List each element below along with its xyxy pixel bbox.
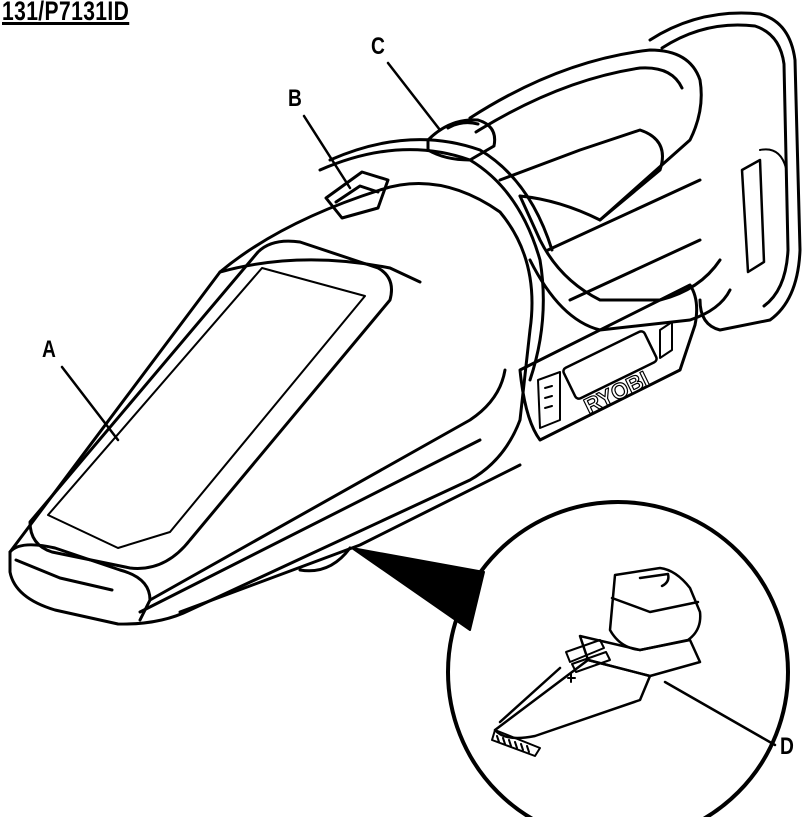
- detail-inset-circle: [351, 500, 790, 817]
- crevice-tool-illustration: [491, 566, 702, 757]
- brand-logo-text: RYOBI: [580, 366, 653, 419]
- inset-pointer: [351, 547, 485, 631]
- leader-line-a: [60, 365, 120, 442]
- model-number-title: 131/P7131ID: [2, 0, 130, 26]
- vacuum-body-illustration: [8, 118, 554, 626]
- handle-illustration: [468, 48, 732, 442]
- callout-label-d: D: [780, 733, 794, 760]
- callout-label-c: C: [371, 33, 385, 60]
- battery-pack-illustration: [648, 11, 802, 332]
- callout-label-b: B: [288, 85, 302, 112]
- callout-leader-lines: [60, 61, 777, 747]
- leader-line-c: [386, 61, 442, 132]
- leader-line-d: [663, 680, 777, 747]
- callout-label-a: A: [42, 336, 56, 363]
- leader-line-b: [302, 114, 352, 190]
